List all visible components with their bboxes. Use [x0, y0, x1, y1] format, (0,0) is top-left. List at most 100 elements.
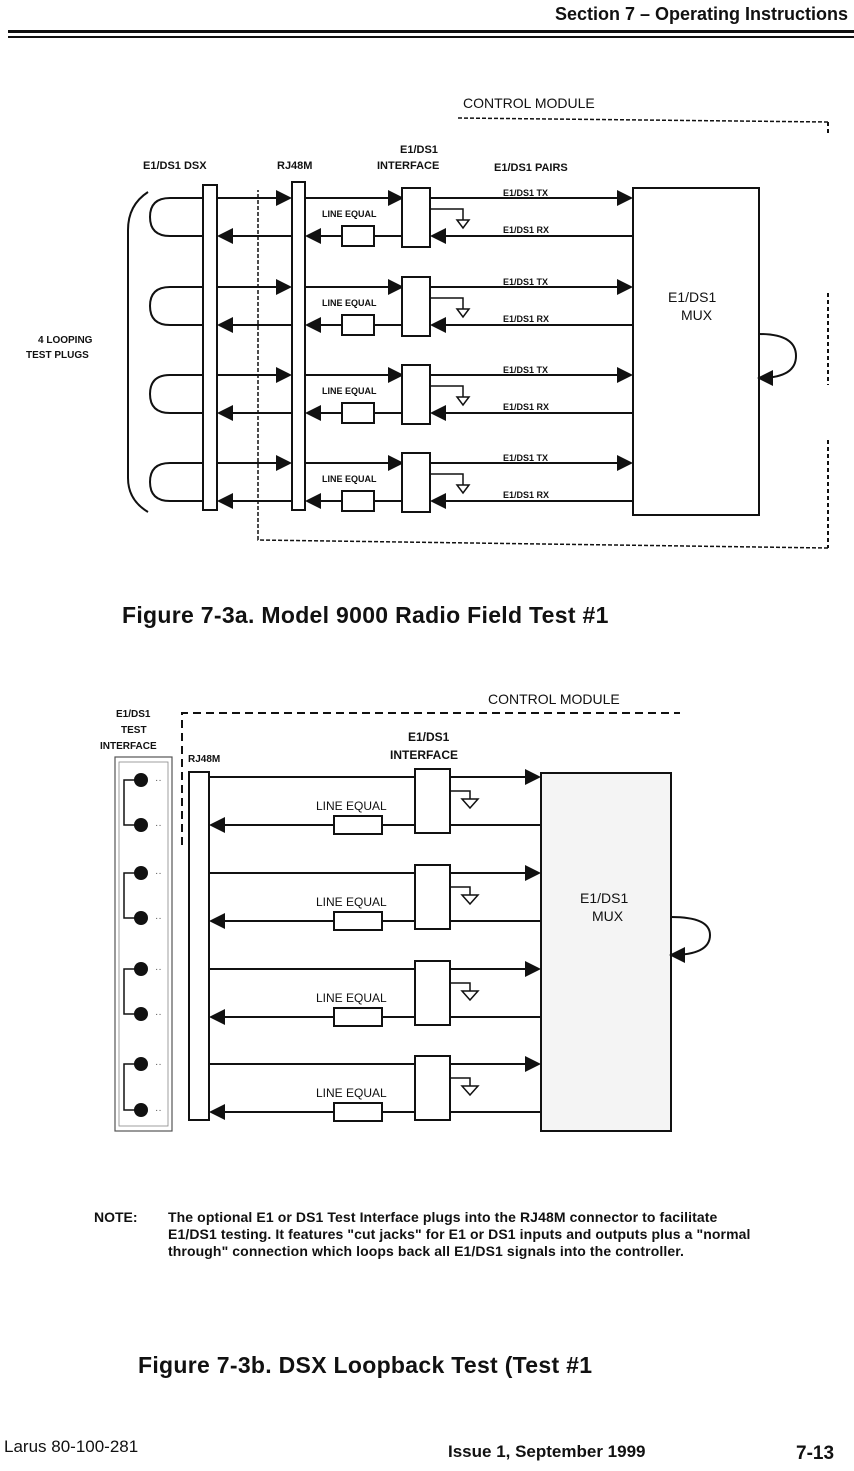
tx-label-2: E1/DS1 TX [503, 277, 548, 287]
interface-block-1 [401, 187, 431, 248]
header-rule-thin [8, 36, 854, 38]
mux-label-b-1: E1/DS1 [580, 890, 628, 906]
mux-block-b [540, 772, 672, 1132]
issue-date: Issue 1, September 1999 [448, 1442, 646, 1461]
interface-block-b-3 [414, 960, 451, 1026]
test-interface-label-3: INTERFACE [100, 741, 157, 752]
line-equal-label-2: LINE EQUAL [322, 298, 377, 308]
section-title: Section 7 – Operating Instructions [554, 4, 848, 24]
mux-label-1: E1/DS1 [668, 289, 716, 305]
cut-jack-6 [134, 1007, 148, 1021]
dsx-panel [202, 184, 218, 511]
tx-label-4: E1/DS1 TX [503, 453, 548, 463]
looping-test-plug-4 [148, 462, 203, 502]
line-equal-label-3: LINE EQUAL [322, 386, 377, 396]
normal-through-link-1 [123, 779, 141, 826]
line-equal-label-b-1: LINE EQUAL [316, 799, 387, 813]
control-module-label: CONTROL MODULE [463, 95, 595, 111]
interface-column-label-1: E1/DS1 [400, 144, 438, 156]
ground-icon-b-2 [450, 886, 480, 906]
ground-icon-b-1 [450, 790, 480, 810]
jack-dots-1: ·· [155, 775, 162, 786]
line-equalizer-b-2 [333, 911, 383, 931]
jack-dots-8: ·· [155, 1105, 162, 1116]
jack-dots-4: ·· [155, 913, 162, 924]
looping-test-plug-2 [148, 286, 203, 326]
test-interface-label-1: E1/DS1 [116, 709, 151, 720]
test-interface-label-2: TEST [121, 725, 147, 736]
looping-test-plug-3 [148, 374, 203, 414]
interface-column-label-2: INTERFACE [377, 160, 439, 172]
line-equalizer-b-4 [333, 1102, 383, 1122]
pairs-column-label: E1/DS1 PAIRS [494, 162, 568, 174]
rx-label-2: E1/DS1 RX [503, 314, 549, 324]
cut-jack-3 [134, 866, 148, 880]
cut-jack-1 [134, 773, 148, 787]
mux-label-2: MUX [681, 307, 713, 323]
interface-block-4 [401, 452, 431, 513]
control-module-border-top [457, 117, 829, 123]
ground-icon-b-4 [450, 1077, 480, 1097]
rj48m-connector [291, 181, 306, 511]
jack-dots-6: ·· [155, 1009, 162, 1020]
cut-jack-4 [134, 911, 148, 925]
ground-icon-2 [430, 297, 471, 319]
document-number: Larus 80-100-281 [4, 1437, 139, 1456]
interface-label-b-2: INTERFACE [390, 748, 458, 762]
header-rule [8, 30, 854, 33]
rj48m-label-b: RJ48M [188, 754, 220, 765]
normal-through-link-2 [123, 872, 141, 919]
cut-jack-8 [134, 1103, 148, 1117]
interface-block-2 [401, 276, 431, 337]
rx-label-3: E1/DS1 RX [503, 402, 549, 412]
jack-dots-5: ·· [155, 964, 162, 975]
jack-dots-3: ·· [155, 868, 162, 879]
line-equalizer-1 [341, 225, 375, 247]
jack-dots-2: ·· [155, 820, 162, 831]
ground-icon-3 [430, 385, 471, 407]
line-equalizer-2 [341, 314, 375, 336]
line-equalizer-b-1 [333, 815, 383, 835]
dsx-column-label: E1/DS1 DSX [143, 160, 207, 172]
cut-jack-5 [134, 962, 148, 976]
mux-block [632, 187, 760, 516]
rx-label-1: E1/DS1 RX [503, 225, 549, 235]
rj48m-column-label: RJ48M [277, 160, 312, 172]
jack-dots-7: ·· [155, 1059, 162, 1070]
control-module-border-bottom [257, 190, 829, 549]
note-text: The optional E1 or DS1 Test Interface pl… [168, 1209, 751, 1259]
normal-through-link-3 [123, 968, 141, 1015]
control-module-label-b: CONTROL MODULE [488, 691, 620, 707]
mux-loopback-b [669, 916, 712, 963]
tx-label-1: E1/DS1 TX [503, 188, 548, 198]
tx-label-3: E1/DS1 TX [503, 365, 548, 375]
note-label: NOTE: [94, 1209, 138, 1225]
ground-icon-1 [430, 208, 471, 230]
interface-block-b-2 [414, 864, 451, 930]
line-equalizer-3 [341, 402, 375, 424]
cut-jack-7 [134, 1057, 148, 1071]
normal-through-link-4 [123, 1063, 141, 1111]
rx-label-4: E1/DS1 RX [503, 490, 549, 500]
page-number: 7-13 [796, 1443, 835, 1464]
line-equalizer-4 [341, 490, 375, 512]
ground-icon-4 [430, 473, 471, 495]
line-equal-label-1: LINE EQUAL [322, 209, 377, 219]
ground-icon-b-3 [450, 982, 480, 1002]
line-equal-label-4: LINE EQUAL [322, 474, 377, 484]
figure-7-3a-caption: Figure 7-3a. Model 9000 Radio Field Test… [122, 602, 609, 628]
line-equal-label-b-3: LINE EQUAL [316, 991, 387, 1005]
control-module-border-b [181, 712, 680, 845]
interface-block-b-1 [414, 768, 451, 834]
interface-block-b-4 [414, 1055, 451, 1121]
figure-7-3a-diagram: CONTROL MODULE E1/DS1 DSX RJ48M E1/DS1 I… [26, 95, 829, 549]
interface-label-b-1: E1/DS1 [408, 730, 450, 744]
mux-label-b-2: MUX [592, 908, 624, 924]
line-equal-label-b-4: LINE EQUAL [316, 1086, 387, 1100]
line-equal-label-b-2: LINE EQUAL [316, 895, 387, 909]
looping-plugs-label-1: 4 LOOPING [38, 335, 93, 346]
mux-loopback [757, 333, 798, 386]
looping-plugs-brace [127, 191, 149, 513]
figure-7-3b-caption: Figure 7-3b. DSX Loopback Test (Test #1 [138, 1352, 593, 1378]
figure-7-3b-diagram: CONTROL MODULE E1/DS1 TEST INTERFACE RJ4… [100, 691, 712, 1132]
